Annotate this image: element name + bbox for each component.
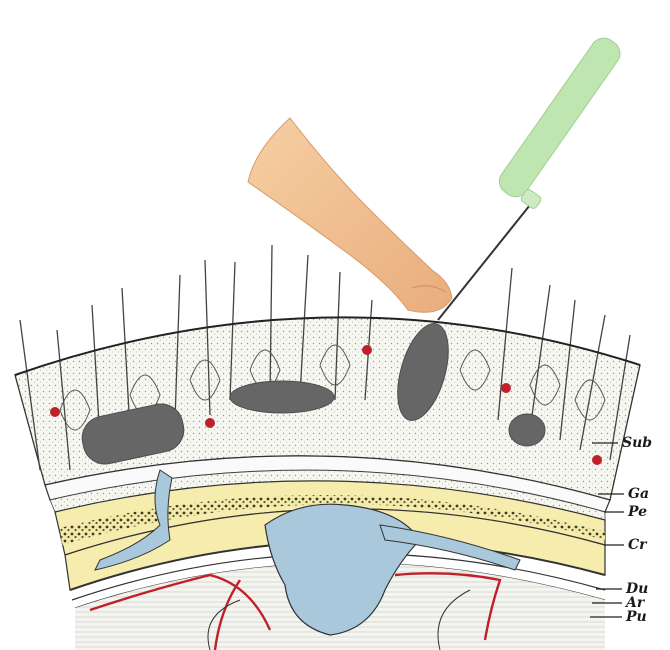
label-pericranium: Pe	[628, 504, 647, 520]
label-galea: Ga	[628, 486, 649, 502]
label-pia: Pu	[626, 609, 647, 625]
lesion-center	[230, 381, 334, 413]
lesion-right	[509, 414, 545, 446]
finger-icon	[248, 118, 452, 312]
needle-icon	[438, 33, 625, 320]
label-cranium: Cr	[628, 537, 647, 553]
label-subcutaneous: Sub	[622, 435, 652, 451]
